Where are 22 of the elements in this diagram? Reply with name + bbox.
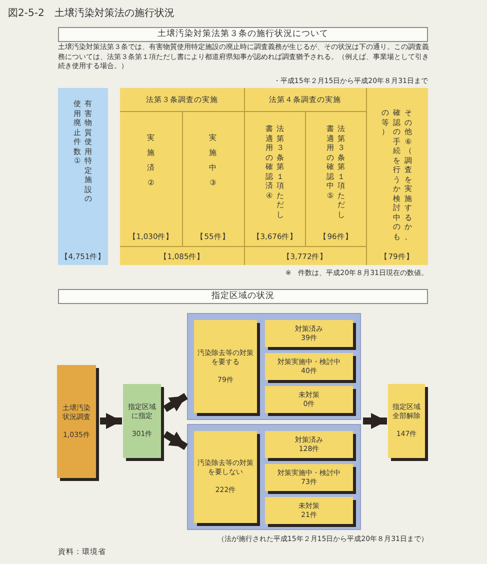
status-box [265, 320, 353, 347]
block-arrow [163, 393, 188, 412]
status-box [265, 431, 353, 458]
status-box [265, 497, 353, 524]
process-box [194, 320, 257, 413]
block-arrow [163, 431, 188, 450]
section-heading-box [58, 289, 428, 304]
block-arrow [363, 412, 387, 430]
group-panel [187, 424, 361, 530]
status-box [265, 353, 353, 380]
process-box [57, 365, 96, 478]
group-panel [187, 313, 361, 420]
block-arrow [100, 412, 122, 430]
figure-title: 図2-5-2 土壌汚染対策法の施行状況 [8, 6, 174, 20]
section-heading-box [58, 27, 428, 42]
node-text: 土壌汚染対策法第３条の施行状況について [158, 30, 328, 39]
status-box [265, 386, 353, 413]
process-box [123, 384, 161, 458]
status-box [265, 464, 353, 491]
process-box [194, 431, 257, 523]
process-box [388, 384, 425, 458]
node-text: 指定区域の状況 [212, 292, 274, 301]
